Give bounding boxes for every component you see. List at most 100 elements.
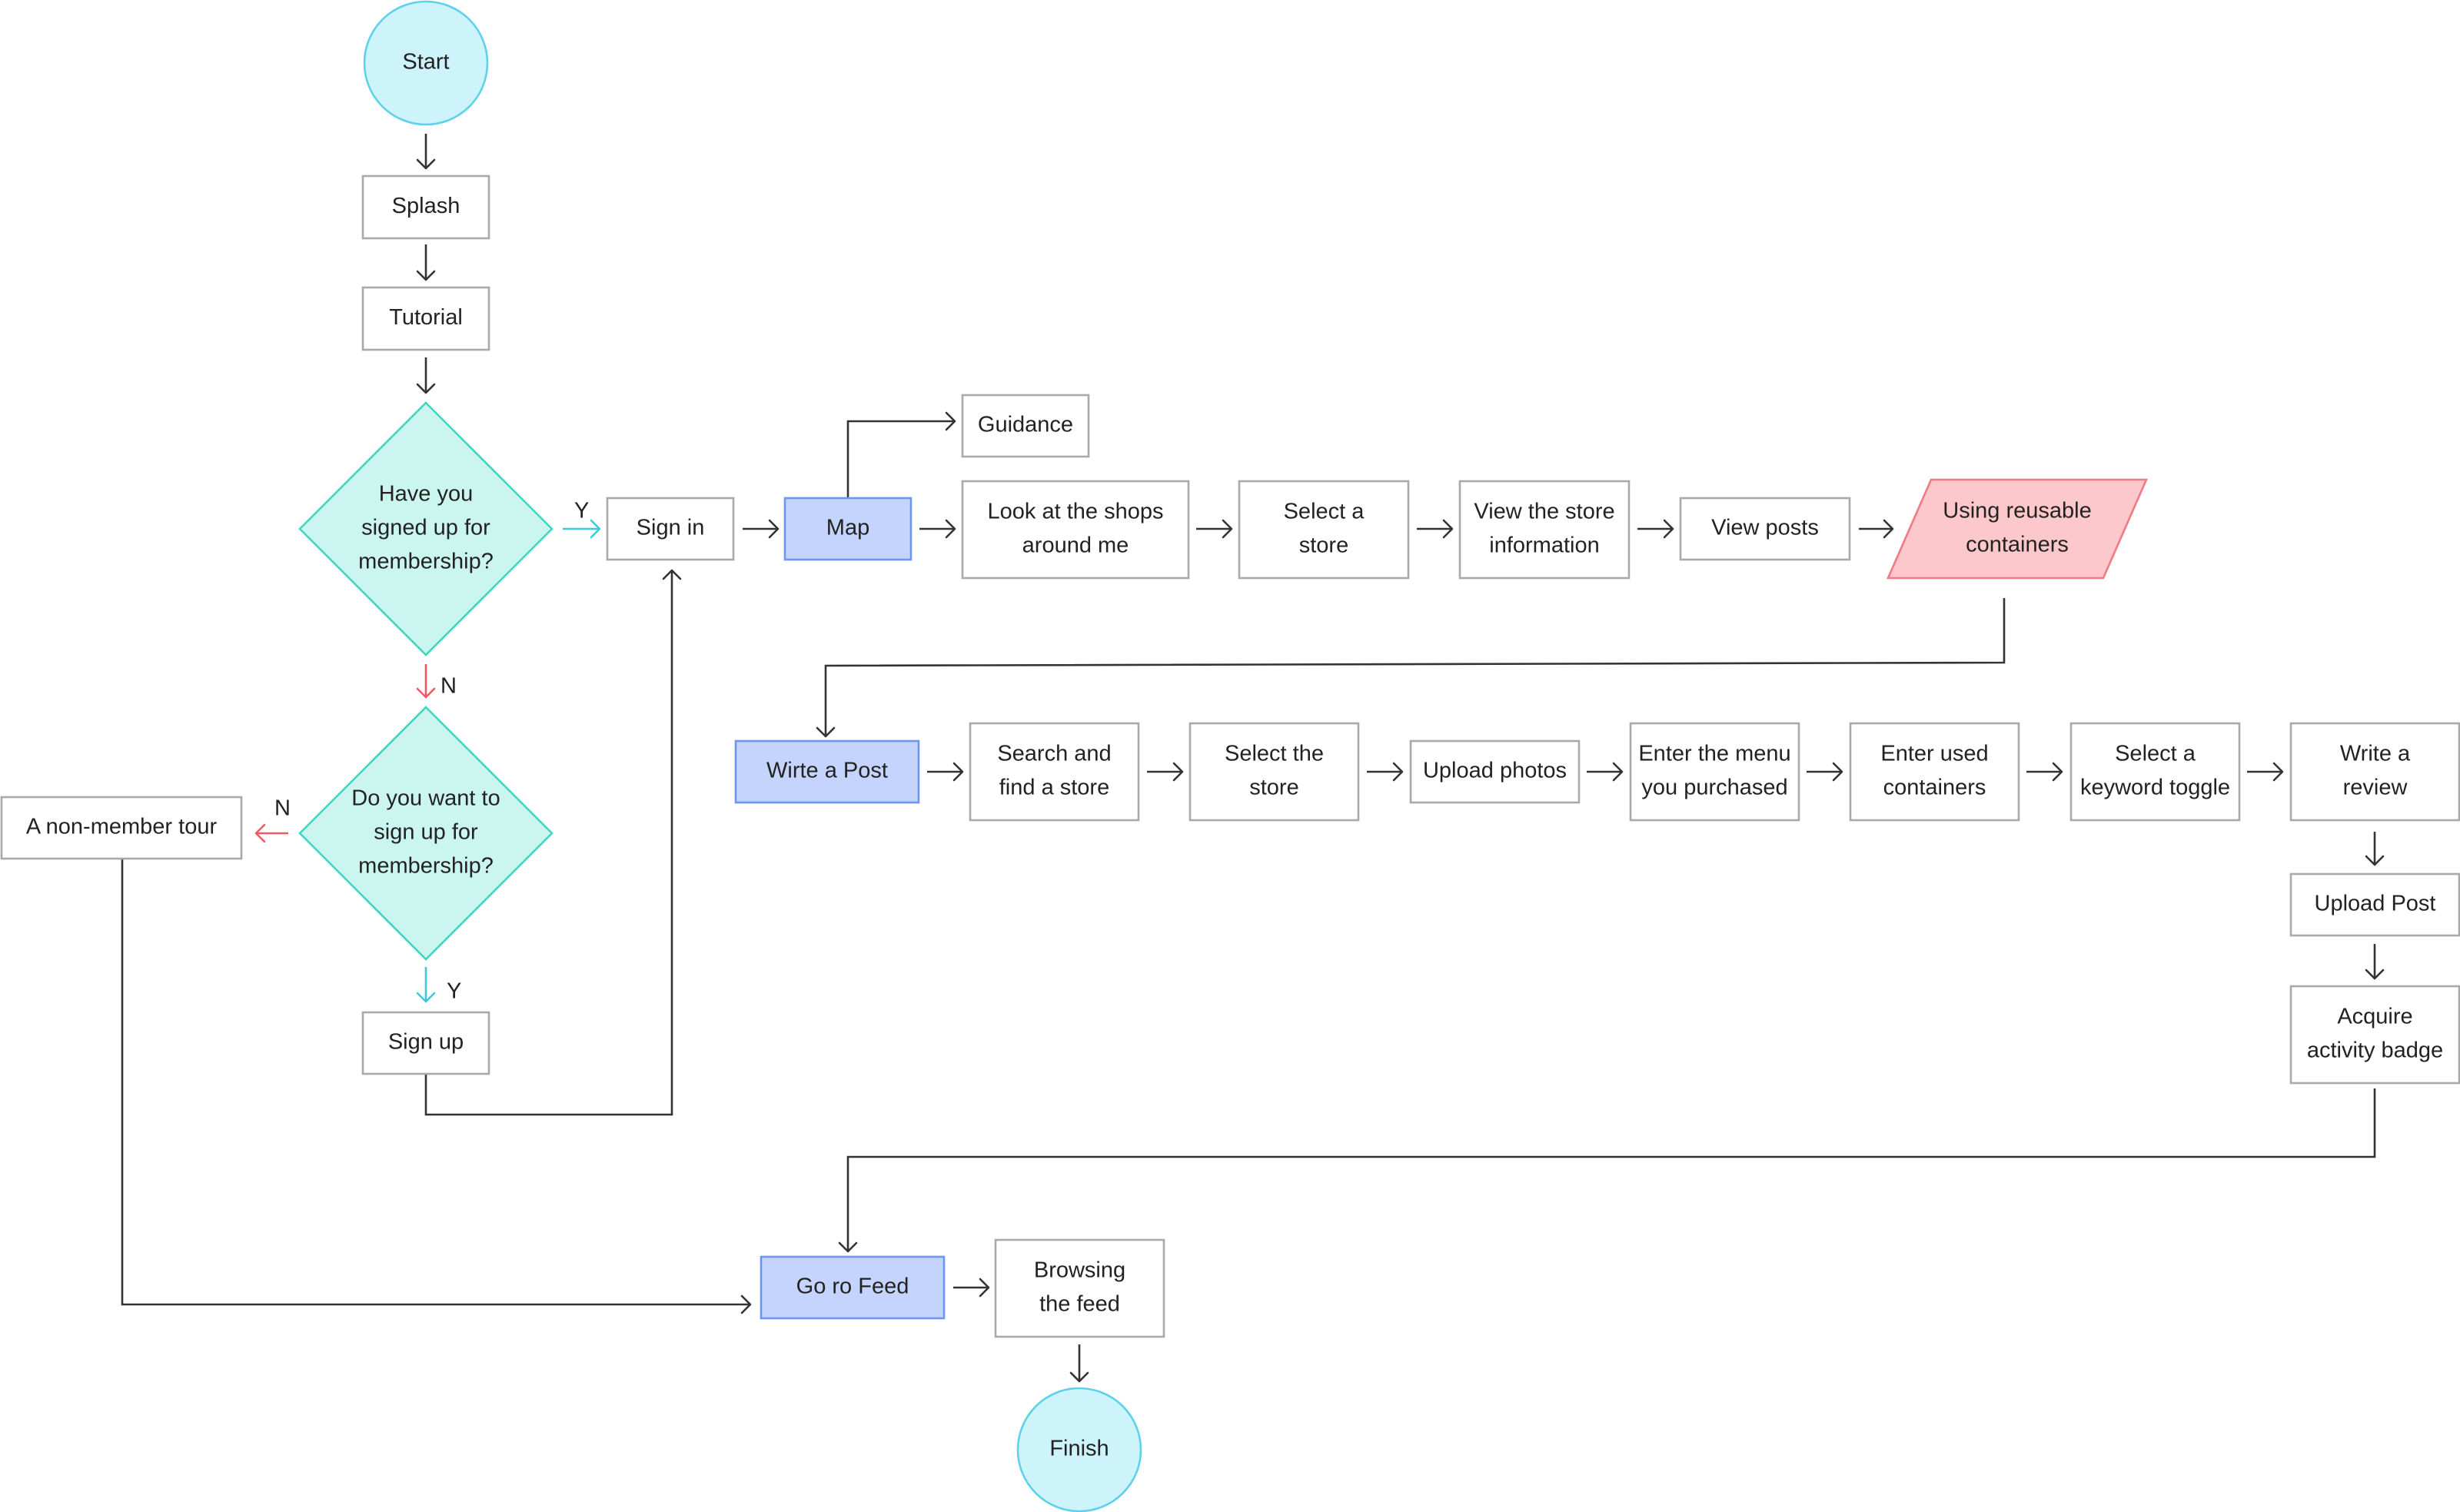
edge-badge-feed-line <box>846 1088 2376 1251</box>
sign-up-label: Sign up <box>388 1030 464 1055</box>
edge-keyword-review-arrowhead <box>2272 762 2284 782</box>
sign-up-shape <box>361 1011 490 1075</box>
edge-want-tour <box>254 823 288 843</box>
sign-in-label: Sign in <box>637 516 705 540</box>
edge-look-select <box>1196 519 1233 539</box>
edge-map-look-arrowhead <box>945 519 956 539</box>
edge-tour-feed <box>121 859 752 1314</box>
edge-select-upload-arrowhead <box>1392 762 1404 782</box>
write-review-shape <box>2289 722 2460 822</box>
edge-badge-feed <box>838 1088 2376 1253</box>
edge-browse-finish-arrowhead <box>1069 1371 1089 1383</box>
want-sign-up-shape <box>298 706 554 961</box>
edge-want-tour-arrowhead <box>254 823 266 843</box>
edge-feed-browse <box>953 1278 990 1298</box>
splash-shape <box>361 174 490 240</box>
edge-tutorial-decision-arrowhead <box>416 383 436 394</box>
edge-start-splash <box>416 134 436 170</box>
edge-uploadpost-badge <box>2365 944 2385 980</box>
map-shape <box>783 497 913 561</box>
upload-photos-label: Upload photos <box>1423 759 1567 783</box>
upload-post-label: Upload Post <box>2315 892 2436 916</box>
label-no-tour: N <box>274 796 291 821</box>
edge-map-look <box>919 519 956 539</box>
label-yes-signin: Y <box>574 499 589 523</box>
edge-select-upload <box>1367 762 1404 782</box>
write-post-label: Wirte a Post <box>766 759 888 783</box>
go-feed-shape <box>760 1255 946 1320</box>
edge-signup-signin <box>424 569 682 1116</box>
edge-containers-keyword <box>2026 762 2063 782</box>
go-feed-label: Go ro Feed <box>796 1274 909 1299</box>
upload-post-shape <box>2289 872 2460 937</box>
edge-decision-no <box>416 664 436 699</box>
edge-start-splash-arrowhead <box>416 158 436 170</box>
using-reusable-shape <box>1887 478 2148 580</box>
finish-label: Finish <box>1049 1437 1109 1461</box>
edge-search-select <box>1147 762 1184 782</box>
edge-keyword-review <box>2247 762 2284 782</box>
edge-write-search-arrowhead <box>952 762 964 782</box>
edge-badge-feed-arrowhead <box>838 1241 858 1253</box>
edge-signin-map <box>743 519 780 539</box>
edge-tutorial-decision <box>416 357 436 394</box>
edge-browse-finish <box>1069 1344 1089 1383</box>
edge-view-posts-arrowhead <box>1663 519 1674 539</box>
have-signed-up-shape <box>298 401 554 656</box>
edge-search-select-arrowhead <box>1172 762 1184 782</box>
edge-review-upload-arrowhead <box>2365 855 2385 866</box>
sign-in-shape <box>606 497 735 561</box>
edge-tour-feed-line <box>121 859 750 1306</box>
edge-upload-enter-arrowhead <box>1612 762 1624 782</box>
edge-reusable-write <box>816 598 2006 738</box>
edge-signin-map-arrowhead <box>768 519 780 539</box>
edge-decision-no-arrowhead <box>416 687 436 699</box>
edge-map-guidance <box>846 411 956 498</box>
edge-containers-keyword-arrowhead <box>2052 762 2063 782</box>
edge-feed-browse-arrowhead <box>979 1278 990 1298</box>
node-sign-in: Sign in <box>606 497 735 561</box>
keyword-toggle-shape <box>2069 722 2241 822</box>
view-posts-label: View posts <box>1711 516 1819 540</box>
node-upload-photos: Upload photos <box>1409 739 1581 804</box>
start-label: Start <box>402 50 449 75</box>
guidance-shape <box>961 394 1090 458</box>
start-shape <box>363 0 489 126</box>
view-store-info-shape <box>1458 480 1631 580</box>
select-the-store-shape <box>1188 722 1360 822</box>
edge-want-signup-arrowhead <box>416 992 436 1003</box>
search-store-shape <box>969 722 1140 822</box>
edge-look-select-arrowhead <box>1222 519 1233 539</box>
edge-enter-containers-arrowhead <box>1832 762 1843 782</box>
view-posts-shape <box>1679 497 1851 561</box>
write-post-shape <box>734 739 920 804</box>
node-upload-post: Upload Post <box>2289 872 2460 937</box>
edge-want-signup <box>416 967 436 1003</box>
node-non-member-tour: A non-member tour <box>0 796 243 860</box>
select-a-store-shape <box>1238 480 1410 580</box>
tutorial-label: Tutorial <box>389 305 463 330</box>
edge-map-guidance-arrowhead <box>945 411 956 431</box>
edge-reusable-write-line <box>824 598 2006 736</box>
node-splash: Splash <box>361 174 490 240</box>
